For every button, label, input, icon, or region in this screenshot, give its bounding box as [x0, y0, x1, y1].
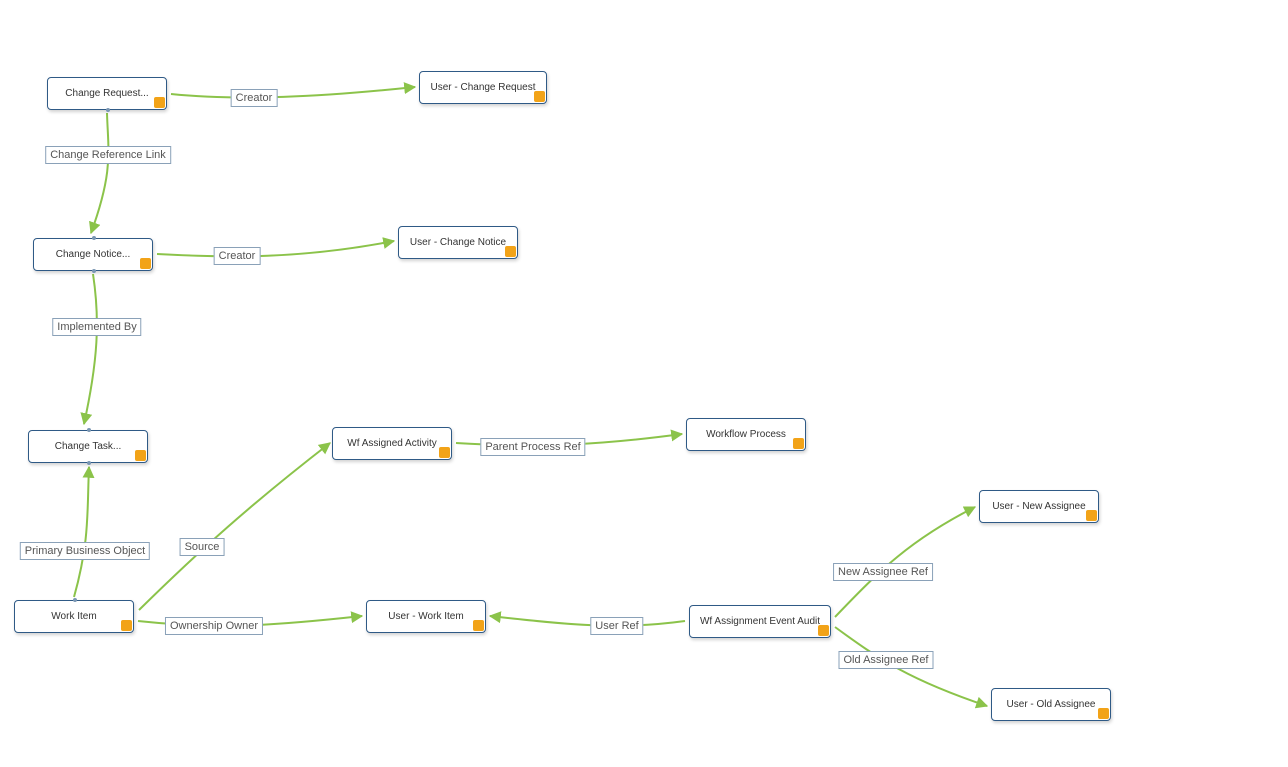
node-label: User - Work Item [388, 611, 464, 622]
node-label: User - New Assignee [992, 501, 1086, 512]
edge-change-reference-link[interactable] [89, 112, 110, 235]
status-badge-icon [473, 620, 484, 631]
edge-new-assignee-ref[interactable] [834, 506, 977, 618]
node-port [87, 461, 91, 465]
edge-label-old-assignee-ref[interactable]: Old Assignee Ref [838, 651, 934, 669]
node-user-change-notice[interactable]: User - Change Notice [398, 226, 518, 259]
node-user-work-item[interactable]: User - Work Item [366, 600, 486, 633]
edge-label-creator-change-request[interactable]: Creator [230, 89, 278, 107]
edge-source[interactable] [138, 442, 331, 611]
status-badge-icon [439, 447, 450, 458]
node-port [92, 236, 96, 240]
node-label: Change Notice... [55, 249, 131, 260]
status-badge-icon [1086, 510, 1097, 521]
edge-old-assignee-ref[interactable] [834, 626, 989, 709]
edge-label-ownership-owner[interactable]: Ownership Owner [164, 617, 264, 635]
status-badge-icon [505, 246, 516, 257]
node-port [92, 269, 96, 273]
node-label: Change Task... [54, 441, 122, 452]
node-label: User - Old Assignee [1006, 699, 1096, 710]
edge-label-change-reference-link[interactable]: Change Reference Link [45, 146, 171, 164]
node-label: Wf Assignment Event Audit [699, 616, 821, 627]
node-label: Change Request... [65, 88, 149, 99]
edge-label-creator-change-notice[interactable]: Creator [213, 247, 261, 265]
node-label: Work Item [51, 611, 97, 622]
node-work-item[interactable]: Work Item [14, 598, 134, 633]
node-change-notice[interactable]: Change Notice... [33, 236, 153, 273]
node-port [73, 598, 77, 602]
node-label: User - Change Request [430, 82, 536, 93]
node-user-new-assignee[interactable]: User - New Assignee [979, 490, 1099, 523]
node-port [87, 428, 91, 432]
edge-label-new-assignee-ref[interactable]: New Assignee Ref [833, 563, 933, 581]
edge-primary-business-object[interactable] [73, 465, 95, 598]
node-change-request[interactable]: Change Request... [47, 77, 167, 112]
status-badge-icon [534, 91, 545, 102]
edge-creator-change-notice[interactable] [156, 237, 396, 258]
edge-label-primary-business-object[interactable]: Primary Business Object [19, 542, 151, 560]
edge-label-user-ref[interactable]: User Ref [590, 617, 644, 635]
node-change-task[interactable]: Change Task... [28, 428, 148, 465]
node-label: User - Change Notice [409, 237, 507, 248]
node-wf-assigned-activity[interactable]: Wf Assigned Activity [332, 427, 452, 460]
node-wf-assignment-event-audit[interactable]: Wf Assignment Event Audit [689, 605, 831, 638]
node-user-old-assignee[interactable]: User - Old Assignee [991, 688, 1111, 721]
status-badge-icon [1098, 708, 1109, 719]
edge-label-implemented-by[interactable]: Implemented By [52, 318, 142, 336]
edge-label-source[interactable]: Source [179, 538, 225, 556]
status-badge-icon [154, 97, 165, 108]
node-user-change-request[interactable]: User - Change Request [419, 71, 547, 104]
status-badge-icon [818, 625, 829, 636]
edge-implemented-by[interactable] [80, 273, 98, 426]
status-badge-icon [121, 620, 132, 631]
node-label: Wf Assigned Activity [347, 438, 437, 449]
node-label: Workflow Process [706, 429, 786, 440]
node-workflow-process[interactable]: Workflow Process [686, 418, 806, 451]
status-badge-icon [135, 450, 146, 461]
edge-user-ref[interactable] [488, 611, 686, 627]
status-badge-icon [793, 438, 804, 449]
edge-creator-change-request[interactable] [170, 82, 417, 99]
status-badge-icon [140, 258, 151, 269]
edge-label-parent-process-ref[interactable]: Parent Process Ref [480, 438, 586, 456]
node-port [106, 108, 110, 112]
